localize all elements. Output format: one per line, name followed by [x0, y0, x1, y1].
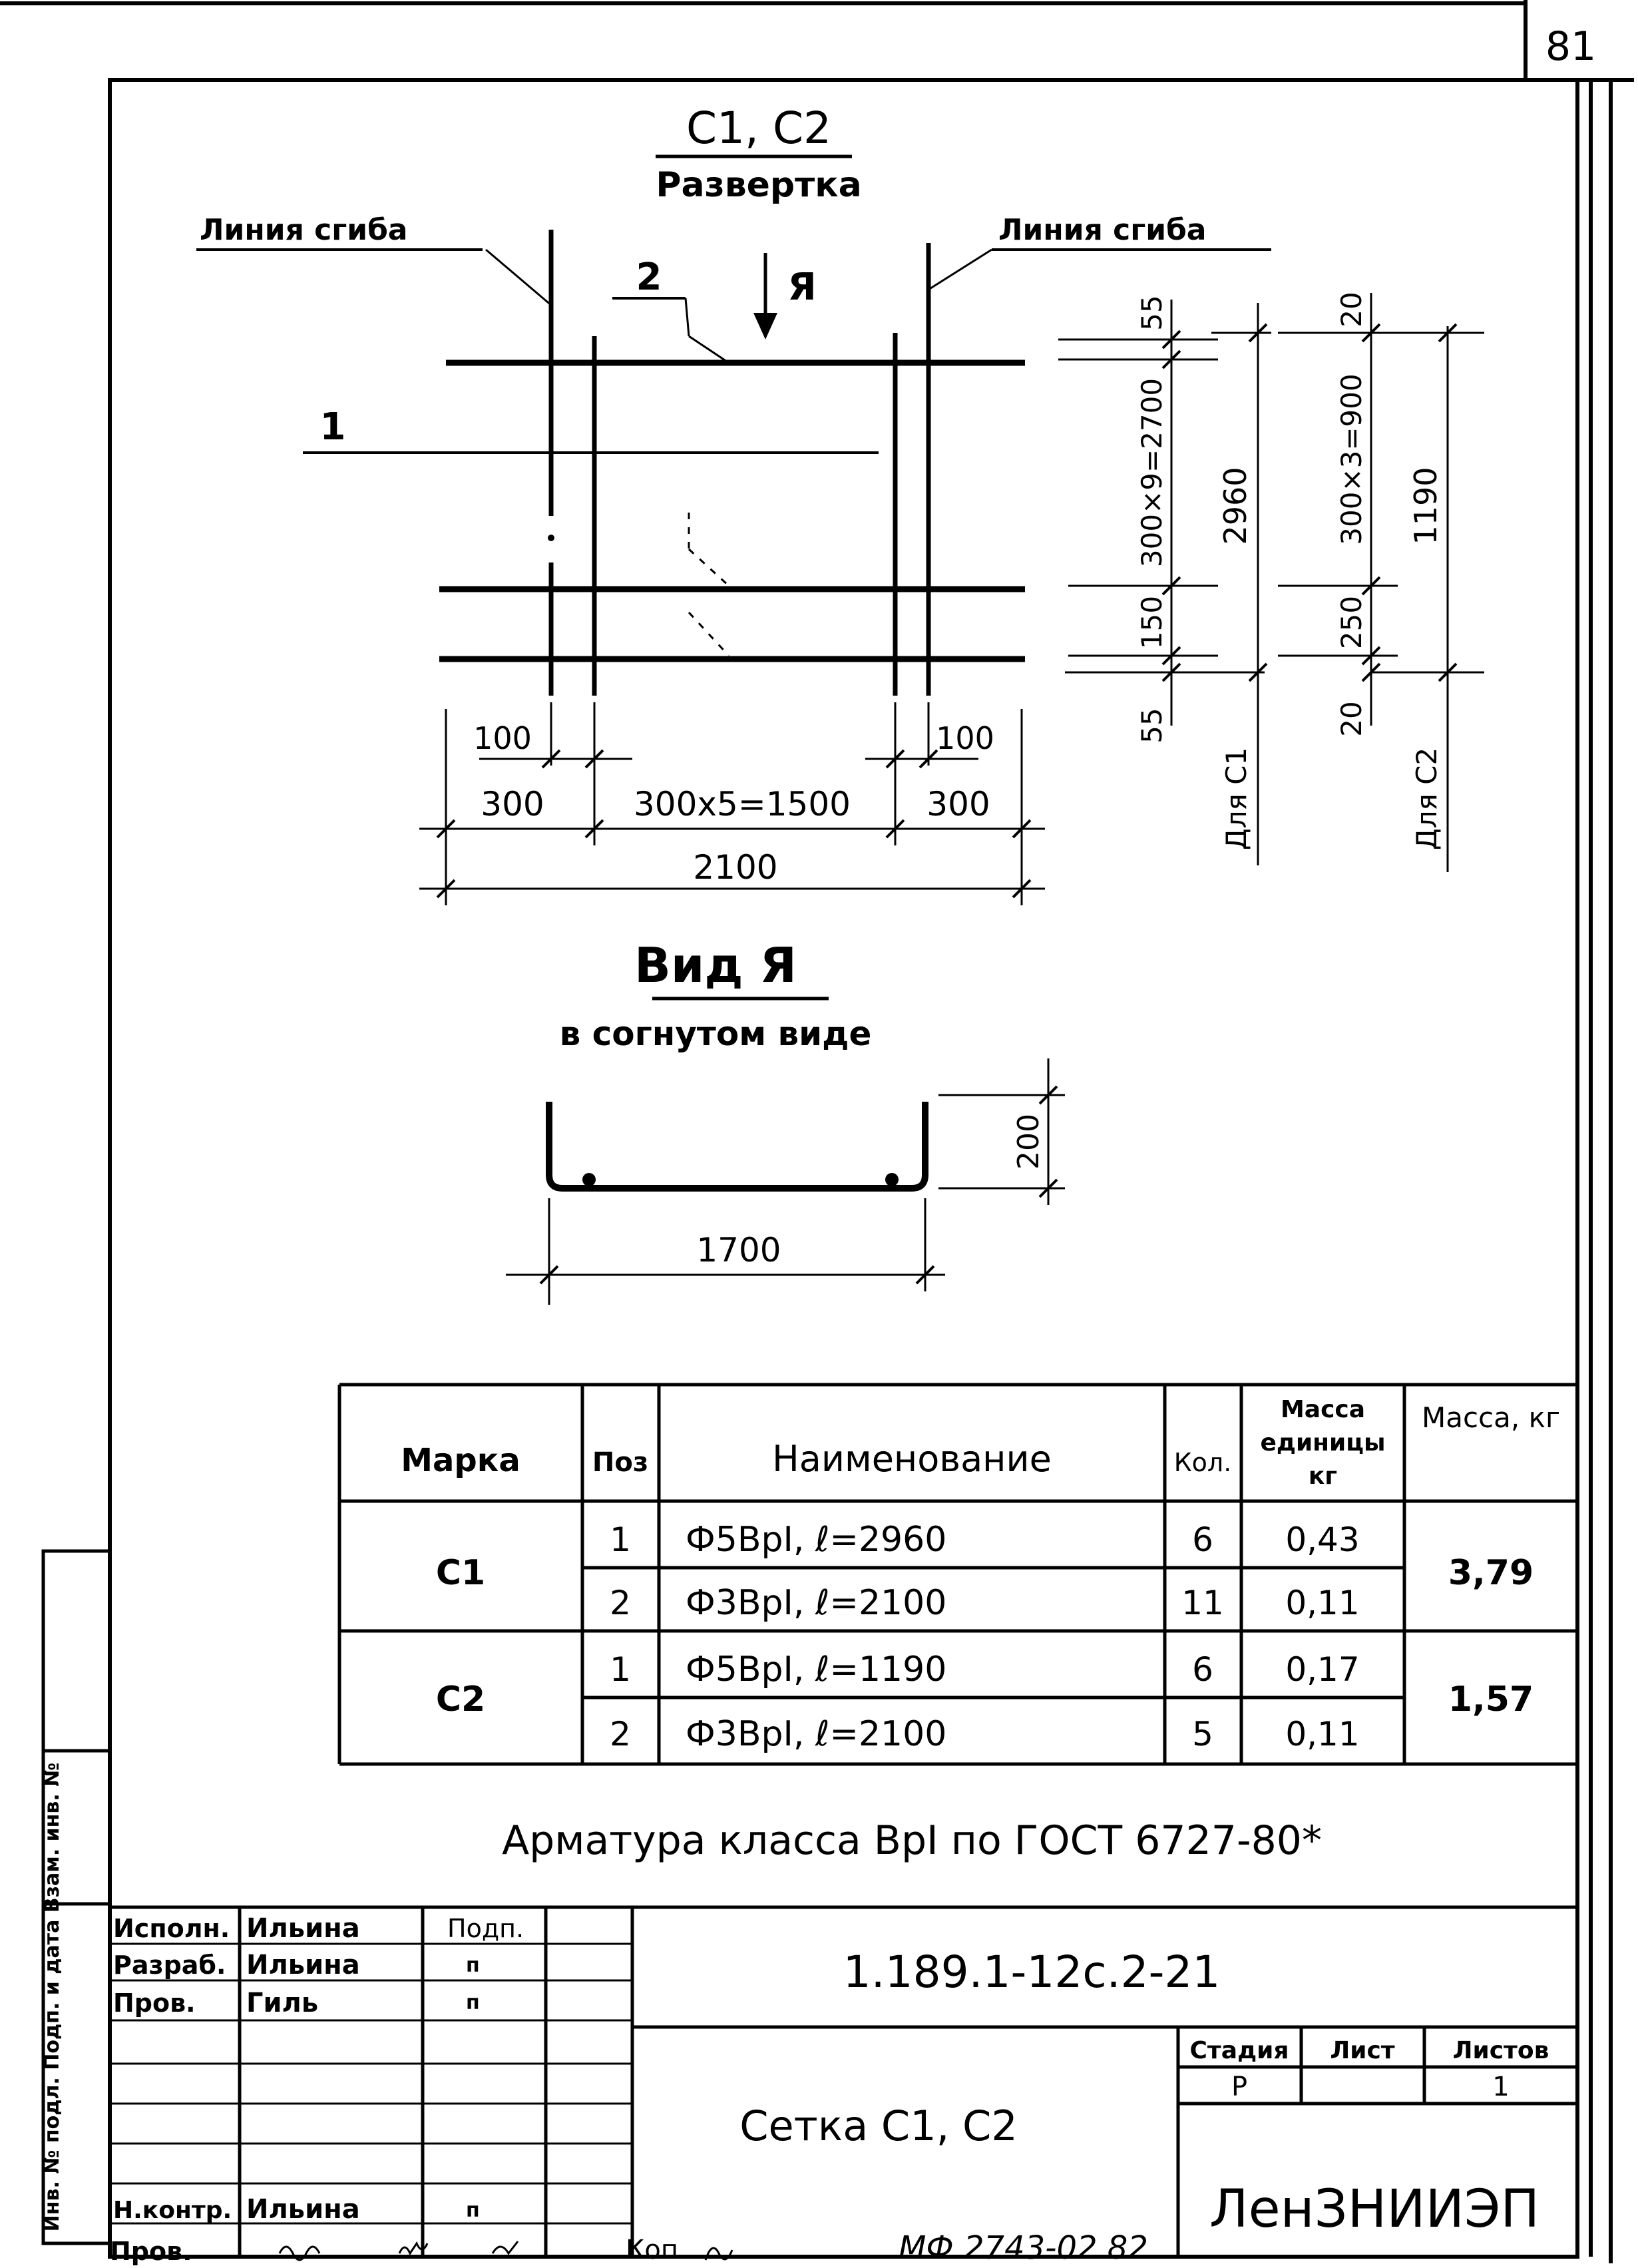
sheet-number: 81 — [1545, 23, 1596, 70]
c2-label: Для С2 — [1410, 748, 1443, 850]
sign-mark-3: п — [466, 2199, 480, 2222]
c1-row1-name: Ф5ВрI, ℓ=2960 — [686, 1520, 946, 1560]
dim-300-right: 300 — [926, 785, 990, 823]
reinforcement-note: Арматура класса ВрI по ГОСТ 6727-80* — [502, 1817, 1322, 1864]
header-pos: Поз — [592, 1447, 648, 1478]
c2-row2-pos: 2 — [610, 1715, 631, 1753]
view-arrow-icon — [753, 313, 777, 340]
view-title: Вид Я — [634, 937, 797, 993]
dim-100-left: 100 — [473, 720, 532, 756]
c1-dim-2960: 2960 — [1217, 467, 1253, 545]
view-dim-200: 200 — [1012, 1114, 1046, 1170]
c2-mark: С2 — [436, 1680, 485, 1719]
role-prov: Пров. — [113, 1988, 196, 2018]
view-marker: Я — [787, 266, 816, 309]
c1-row2-unit-mass: 0,11 — [1285, 1584, 1359, 1622]
sheet-label: Лист — [1330, 2037, 1394, 2064]
stage-value: Р — [1231, 2072, 1247, 2102]
role-ispoln: Исполн. — [113, 1914, 230, 1943]
side-stamp: Инв. № подл. Подп. и дата Взам. инв. № — [41, 1549, 112, 2245]
name-ispoln: Ильина — [246, 1913, 360, 1944]
c2-dim-20-top: 20 — [1335, 292, 1368, 327]
drawing-title: С1, С2 — [686, 103, 831, 154]
stage-label: Стадия — [1190, 2037, 1289, 2064]
footer-prov: Пров. — [110, 2237, 192, 2266]
organization: ЛенЗНИИЭП — [1209, 2179, 1539, 2239]
sheets-value: 1 — [1492, 2072, 1509, 2102]
header-mark: Марка — [401, 1442, 520, 1479]
pos-1-label: 1 — [320, 405, 346, 449]
c2-row1-unit-mass: 0,17 — [1285, 1650, 1359, 1689]
c1-row2-qty: 11 — [1181, 1584, 1224, 1622]
sign-mark-1: п — [466, 1954, 480, 1977]
dim-300x5: 300x5=1500 — [634, 785, 851, 823]
dim-2100: 2100 — [693, 848, 777, 887]
c2-dim-250: 250 — [1335, 596, 1368, 649]
c1-mark: С1 — [436, 1553, 485, 1593]
role-nkontr: Н.контр. — [113, 2197, 232, 2224]
c1-label: Для С1 — [1220, 748, 1253, 850]
product-name: Сетка С1, С2 — [739, 2102, 1018, 2150]
bent-view: Вид Я в согнутом виде 200 1700 — [506, 937, 1065, 1305]
c2-row2-qty: 5 — [1192, 1715, 1213, 1753]
header-name: Наименование — [772, 1438, 1052, 1480]
unfolded-drawing: С1, С2 Развертка Линия сгиба Линия сгиба… — [196, 103, 1484, 905]
dim-300-left: 300 — [481, 785, 544, 823]
sheets-label: Листов — [1453, 2037, 1549, 2064]
view-dim-1700: 1700 — [696, 1231, 781, 1269]
footer: Пров. Коп. МФ 2743-02 82 — [110, 2229, 1148, 2267]
bend-line-right-label: Линия сгиба — [998, 213, 1207, 247]
c2-row2-name: Ф3ВрI, ℓ=2100 — [686, 1714, 946, 1754]
c2-row1-name: Ф5ВрI, ℓ=1190 — [686, 1650, 946, 1690]
header-qty: Кол. — [1174, 1448, 1232, 1477]
c1-mass: 3,79 — [1448, 1553, 1534, 1593]
c2-row1-pos: 1 — [610, 1650, 631, 1689]
role-razrab: Разраб. — [113, 1950, 226, 1980]
sign-mark-2: п — [466, 1991, 480, 2014]
view-subtitle: в согнутом виде — [560, 1015, 872, 1053]
c1-dim-55-bottom: 55 — [1135, 708, 1168, 743]
drawing-code: 1.189.1-12с.2-21 — [843, 1946, 1221, 1998]
c1-row1-pos: 1 — [610, 1520, 631, 1559]
c1-row2-name: Ф3ВрI, ℓ=2100 — [686, 1583, 946, 1623]
sign-header: Подп. — [447, 1914, 524, 1943]
name-razrab: Ильина — [246, 1950, 360, 1980]
c1-dim-300x9: 300×9=2700 — [1135, 378, 1168, 567]
header-mass: Масса, кг — [1421, 1401, 1561, 1434]
drawing-subtitle: Развертка — [656, 165, 861, 205]
c1-dim-55-top: 55 — [1135, 295, 1168, 330]
c2-row2-unit-mass: 0,11 — [1285, 1715, 1359, 1753]
name-prov: Гиль — [246, 1988, 318, 2018]
c1-row1-qty: 6 — [1192, 1520, 1213, 1559]
side-stamp-text: Инв. № подл. Подп. и дата Взам. инв. № — [41, 1763, 64, 2232]
c2-dim-300x3: 300×3=900 — [1335, 373, 1368, 545]
c2-dim-20-bottom: 20 — [1335, 701, 1368, 736]
spec-table: Марка Поз Наименование Кол. Масса единиц… — [337, 1383, 1577, 1766]
footer-kop: Коп. — [626, 2235, 687, 2265]
c1-dim-150: 150 — [1135, 596, 1168, 649]
footer-format: МФ 2743-02 82 — [899, 2229, 1148, 2267]
header-unit-mass: Масса единицы кг — [1260, 1396, 1386, 1490]
c1-row2-pos: 2 — [610, 1584, 631, 1622]
c1-row1-unit-mass: 0,43 — [1285, 1520, 1359, 1559]
title-block: Исполн. Разраб. Пров. Н.контр. Ильина Ил… — [110, 1905, 1577, 2257]
dim-100-right: 100 — [936, 720, 994, 756]
bend-line-left-label: Линия сгиба — [200, 213, 408, 247]
c2-dim-1190: 1190 — [1408, 467, 1444, 545]
pos-2-label: 2 — [636, 256, 662, 299]
c2-row1-qty: 6 — [1192, 1650, 1213, 1689]
c2-mass: 1,57 — [1448, 1680, 1534, 1719]
name-nkontr: Ильина — [246, 2194, 360, 2225]
